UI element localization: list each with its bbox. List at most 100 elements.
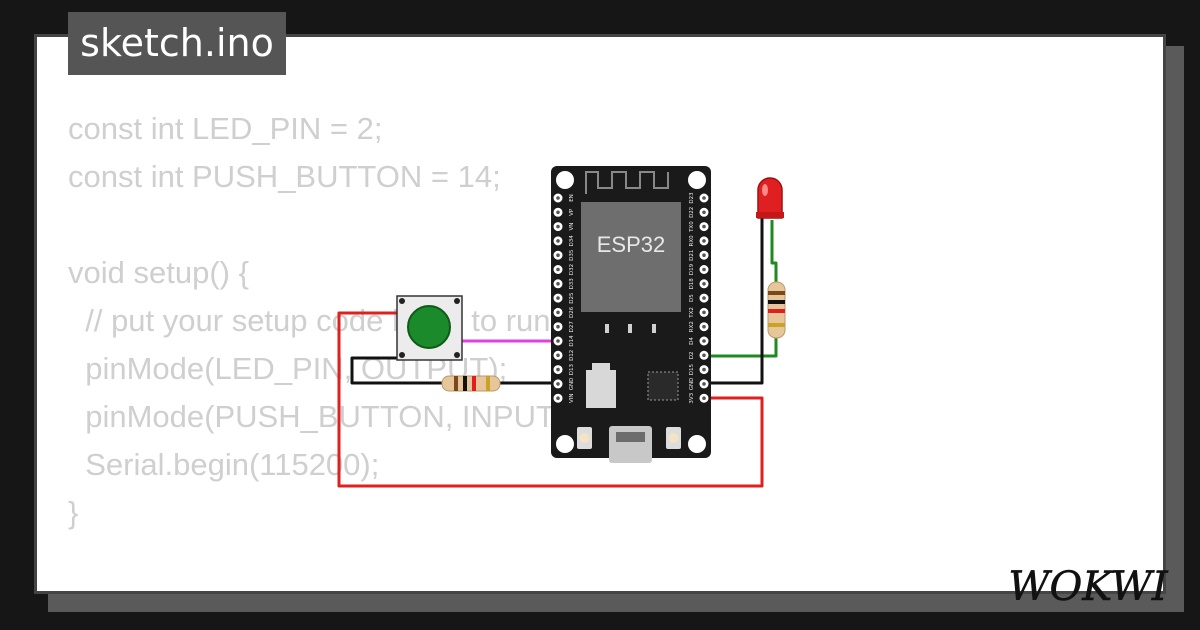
- resistor-pulldown[interactable]: [441, 375, 501, 392]
- header-pin-hole: [556, 282, 560, 286]
- pin-label: RX2: [689, 321, 695, 332]
- header-pin-hole: [556, 310, 560, 315]
- header-pin-hole: [702, 224, 706, 229]
- pin-label: D5: [689, 294, 695, 302]
- boot-button-cap: [579, 433, 590, 443]
- pin-label: D34: [569, 235, 575, 247]
- mounting-hole: [556, 171, 574, 189]
- usb-uart-chip: [647, 371, 679, 401]
- header-pin-hole: [556, 324, 560, 329]
- code-line: }: [68, 495, 79, 530]
- header-pin-hole: [556, 239, 560, 243]
- header-pin-hole: [702, 296, 706, 300]
- regulator-tab: [592, 363, 610, 371]
- brand-wordmark: WOKWI: [1008, 564, 1168, 610]
- pin-label: TX2: [689, 307, 695, 319]
- pin-label: VIN: [569, 393, 575, 403]
- header-pin-hole: [702, 267, 706, 272]
- pin-label: D33: [569, 278, 575, 290]
- pin-label: D27: [569, 321, 575, 333]
- header-pin-hole: [702, 324, 706, 329]
- header-pin-hole: [556, 339, 560, 343]
- antenna-icon: [585, 171, 669, 194]
- pin-label: VP: [569, 208, 575, 216]
- pin-label: D4: [689, 337, 695, 345]
- pin-label: D25: [569, 292, 575, 304]
- header-pin-hole: [556, 224, 560, 229]
- header-pin-hole: [556, 296, 560, 300]
- wire-red[interactable]: [337, 311, 764, 488]
- header-pin-hole: [702, 210, 706, 215]
- header-pin-hole: [556, 253, 560, 257]
- resistor-led[interactable]: [767, 281, 786, 339]
- pin-label: TX0: [689, 221, 695, 233]
- pin-label: D22: [689, 207, 695, 218]
- wires: [337, 218, 778, 488]
- pin-label: GND: [569, 378, 575, 391]
- header-pin-hole: [556, 267, 560, 272]
- pin-label: D19: [689, 263, 695, 275]
- header-pin-hole: [556, 396, 560, 401]
- pin-label: D32: [569, 264, 575, 275]
- push-button[interactable]: [396, 295, 463, 361]
- header-pin-hole: [702, 196, 706, 200]
- header-pin-hole: [556, 382, 560, 386]
- pin-label: D26: [569, 306, 575, 318]
- resistor-body: [441, 375, 501, 392]
- esp32-board[interactable]: ESP32 ENVPVND34D35D32D33D25D26D27D14D12D…: [551, 166, 711, 463]
- header-pin-hole: [702, 382, 706, 386]
- pin-label: D13: [569, 363, 575, 375]
- header-pin-hole: [702, 396, 706, 401]
- mounting-hole: [688, 435, 706, 453]
- wire-black-led[interactable]: [706, 218, 764, 385]
- pin-label: D23: [689, 192, 695, 204]
- header-pin-hole: [702, 282, 706, 286]
- voltage-regulator: [586, 370, 616, 408]
- led-highlight: [762, 184, 768, 196]
- pin-label: VN: [569, 223, 575, 231]
- pin-label: D35: [569, 249, 575, 261]
- mounting-hole: [688, 171, 706, 189]
- button-cap: [407, 305, 451, 349]
- pin-label: RX0: [689, 235, 695, 247]
- chip-label: ESP32: [597, 232, 666, 257]
- pin-label: GND: [689, 378, 695, 391]
- header-pin-hole: [556, 367, 560, 372]
- esp32-chip: [581, 202, 681, 312]
- header-pin-hole: [556, 353, 560, 358]
- file-name-tab[interactable]: sketch.ino: [68, 12, 286, 75]
- header-pin-hole: [702, 310, 706, 315]
- pin-label: EN: [569, 194, 575, 202]
- wire-black-button[interactable]: [350, 356, 442, 385]
- header-pin-hole: [556, 196, 560, 200]
- smd-part: [605, 324, 609, 333]
- code-line: const int PUSH_BUTTON = 14;: [68, 159, 501, 194]
- code-line: Serial.begin(115200);: [68, 447, 380, 482]
- header-pin-hole: [702, 353, 706, 358]
- wire-green[interactable]: [706, 338, 778, 358]
- smd-part: [628, 324, 632, 333]
- led-rim: [756, 212, 784, 218]
- wire-green-led[interactable]: [770, 220, 778, 282]
- code-line: const int LED_PIN = 2;: [68, 111, 383, 146]
- reset-button-cap: [668, 433, 679, 443]
- header-pin-hole: [702, 339, 706, 343]
- usb-port-opening: [616, 432, 645, 442]
- pin-label: D12: [569, 350, 575, 361]
- usb-port: [609, 426, 652, 463]
- pin-label: D2: [689, 351, 695, 359]
- header-pin-hole: [556, 210, 560, 215]
- wokwi-logo: WOKWI: [1008, 564, 1169, 610]
- mounting-hole: [556, 435, 574, 453]
- pin-label: 3V3: [689, 392, 695, 403]
- pin-label: D18: [689, 278, 695, 290]
- code-editor: const int LED_PIN = 2; const int PUSH_BUT…: [68, 105, 635, 591]
- code-line: void setup() {: [68, 255, 249, 290]
- header-pin-hole: [702, 239, 706, 243]
- header-pin-hole: [702, 367, 706, 372]
- pin-headers: ENVPVND34D35D32D33D25D26D27D14D12D13GNDV…: [552, 192, 710, 404]
- pin-label: D15: [689, 363, 695, 375]
- red-led[interactable]: [756, 177, 784, 219]
- smd-part: [652, 324, 656, 333]
